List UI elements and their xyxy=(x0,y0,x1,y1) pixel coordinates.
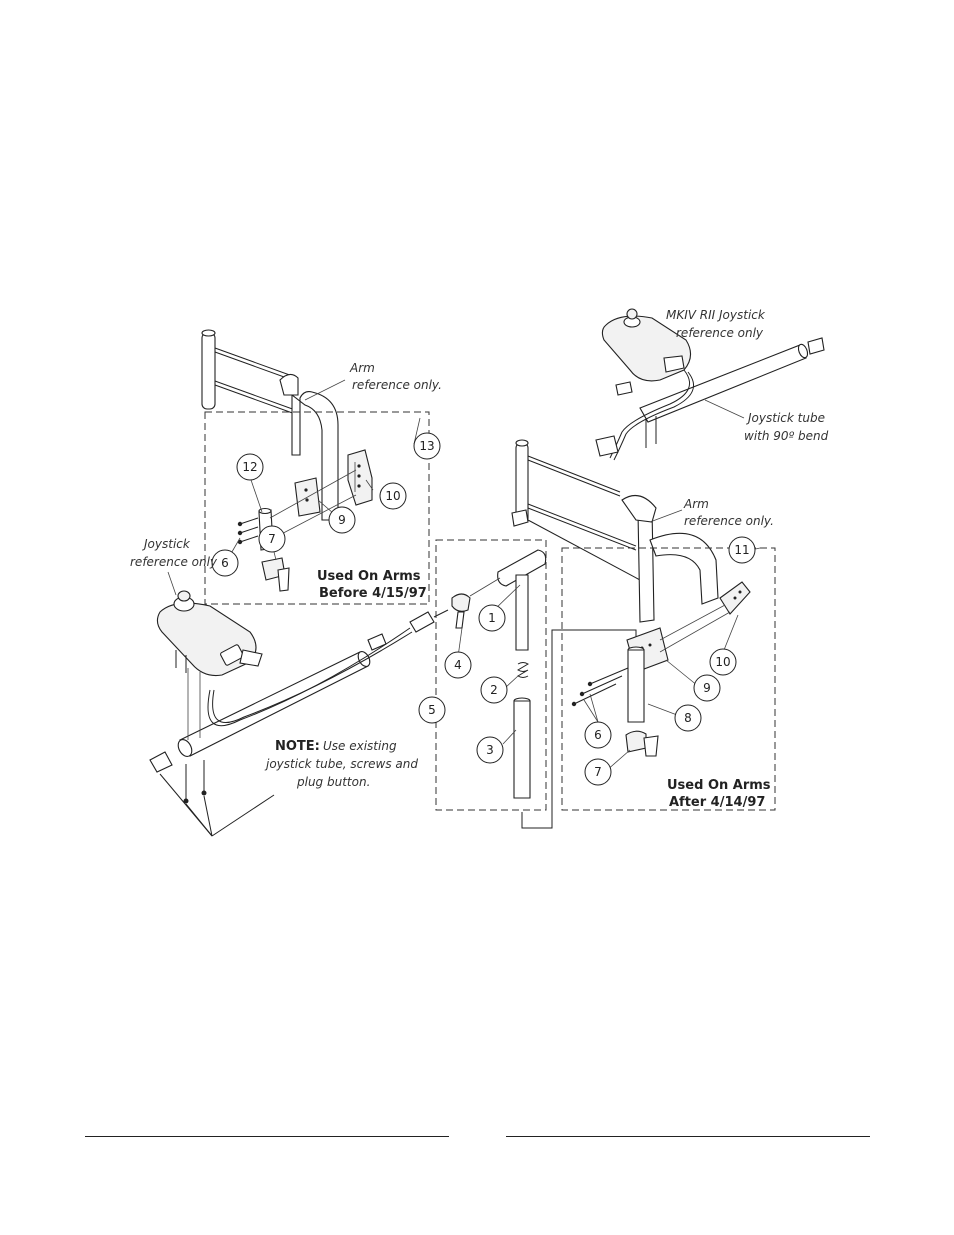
svg-text:reference only: reference only xyxy=(676,326,764,340)
svg-text:13: 13 xyxy=(419,439,434,453)
callout-10-right: 10 xyxy=(710,649,736,675)
note-text: NOTE: Use existing joystick tube, screws… xyxy=(264,739,418,789)
svg-text:Before 4/15/97: Before 4/15/97 xyxy=(319,586,427,601)
svg-text:10: 10 xyxy=(385,489,400,503)
svg-text:6: 6 xyxy=(221,556,229,570)
svg-text:2: 2 xyxy=(490,683,498,697)
left-screws xyxy=(238,518,258,544)
callout-12: 12 xyxy=(237,454,263,480)
right-arm-assembly xyxy=(512,440,750,756)
svg-text:After 4/14/97: After 4/14/97 xyxy=(669,795,765,810)
label-joystick-tube: Joystick tube with 90º bend xyxy=(744,411,829,443)
svg-text:Use existing: Use existing xyxy=(323,739,397,753)
svg-text:7: 7 xyxy=(268,532,276,546)
callout-6-right: 6 xyxy=(585,722,611,748)
callout-9-right: 9 xyxy=(694,675,720,701)
svg-text:12: 12 xyxy=(242,460,257,474)
callout-4: 4 xyxy=(445,652,471,678)
signature-line-left xyxy=(85,1136,449,1137)
svg-text:9: 9 xyxy=(338,513,346,527)
svg-text:9: 9 xyxy=(703,681,711,695)
svg-text:NOTE:: NOTE: xyxy=(275,739,320,754)
svg-text:Arm: Arm xyxy=(349,361,375,375)
callout-2: 2 xyxy=(481,677,507,703)
callout-3: 3 xyxy=(477,737,503,763)
svg-text:3: 3 xyxy=(486,743,494,757)
callout-9-left: 9 xyxy=(329,507,355,533)
svg-text:10: 10 xyxy=(715,655,730,669)
svg-text:4: 4 xyxy=(454,658,462,672)
center-parts xyxy=(452,550,636,828)
callout-5: 5 xyxy=(419,697,445,723)
label-joystick-left: Joystick reference only xyxy=(130,537,218,569)
svg-text:11: 11 xyxy=(734,543,749,557)
svg-text:Arm: Arm xyxy=(683,497,709,511)
svg-text:8: 8 xyxy=(684,711,692,725)
callout-11: 11 xyxy=(729,537,755,563)
svg-text:reference only: reference only xyxy=(130,555,218,569)
svg-text:Used On Arms: Used On Arms xyxy=(667,778,771,793)
svg-text:7: 7 xyxy=(594,765,602,779)
svg-text:1: 1 xyxy=(488,611,496,625)
signature-line-right xyxy=(506,1136,870,1137)
svg-text:joystick tube, screws and: joystick tube, screws and xyxy=(264,757,418,771)
callout-7-left: 7 xyxy=(259,526,285,552)
callout-7-right: 7 xyxy=(585,759,611,785)
label-used-after: Used On Arms After 4/14/97 xyxy=(667,778,771,810)
callout-13: 13 xyxy=(414,433,440,459)
callout-8: 8 xyxy=(675,705,701,731)
svg-text:5: 5 xyxy=(428,703,436,717)
svg-text:Used On Arms: Used On Arms xyxy=(317,569,421,584)
svg-text:MKIV RII Joystick: MKIV RII Joystick xyxy=(666,308,766,322)
label-arm-right: Arm reference only. xyxy=(683,497,774,528)
svg-text:reference only.: reference only. xyxy=(684,514,774,528)
label-arm-left: Arm reference only. xyxy=(349,361,442,392)
svg-text:with 90º bend: with 90º bend xyxy=(744,429,829,443)
label-mkiv-joystick: MKIV RII Joystick reference only xyxy=(666,308,766,340)
callout-10-left: 10 xyxy=(380,483,406,509)
svg-text:Joystick tube: Joystick tube xyxy=(746,411,825,425)
callout-1: 1 xyxy=(479,605,505,631)
svg-text:reference only.: reference only. xyxy=(352,378,442,392)
svg-text:Joystick: Joystick xyxy=(142,537,191,551)
label-used-before: Used On Arms Before 4/15/97 xyxy=(317,569,427,601)
svg-text:plug button.: plug button. xyxy=(296,775,370,789)
svg-text:6: 6 xyxy=(594,728,602,742)
